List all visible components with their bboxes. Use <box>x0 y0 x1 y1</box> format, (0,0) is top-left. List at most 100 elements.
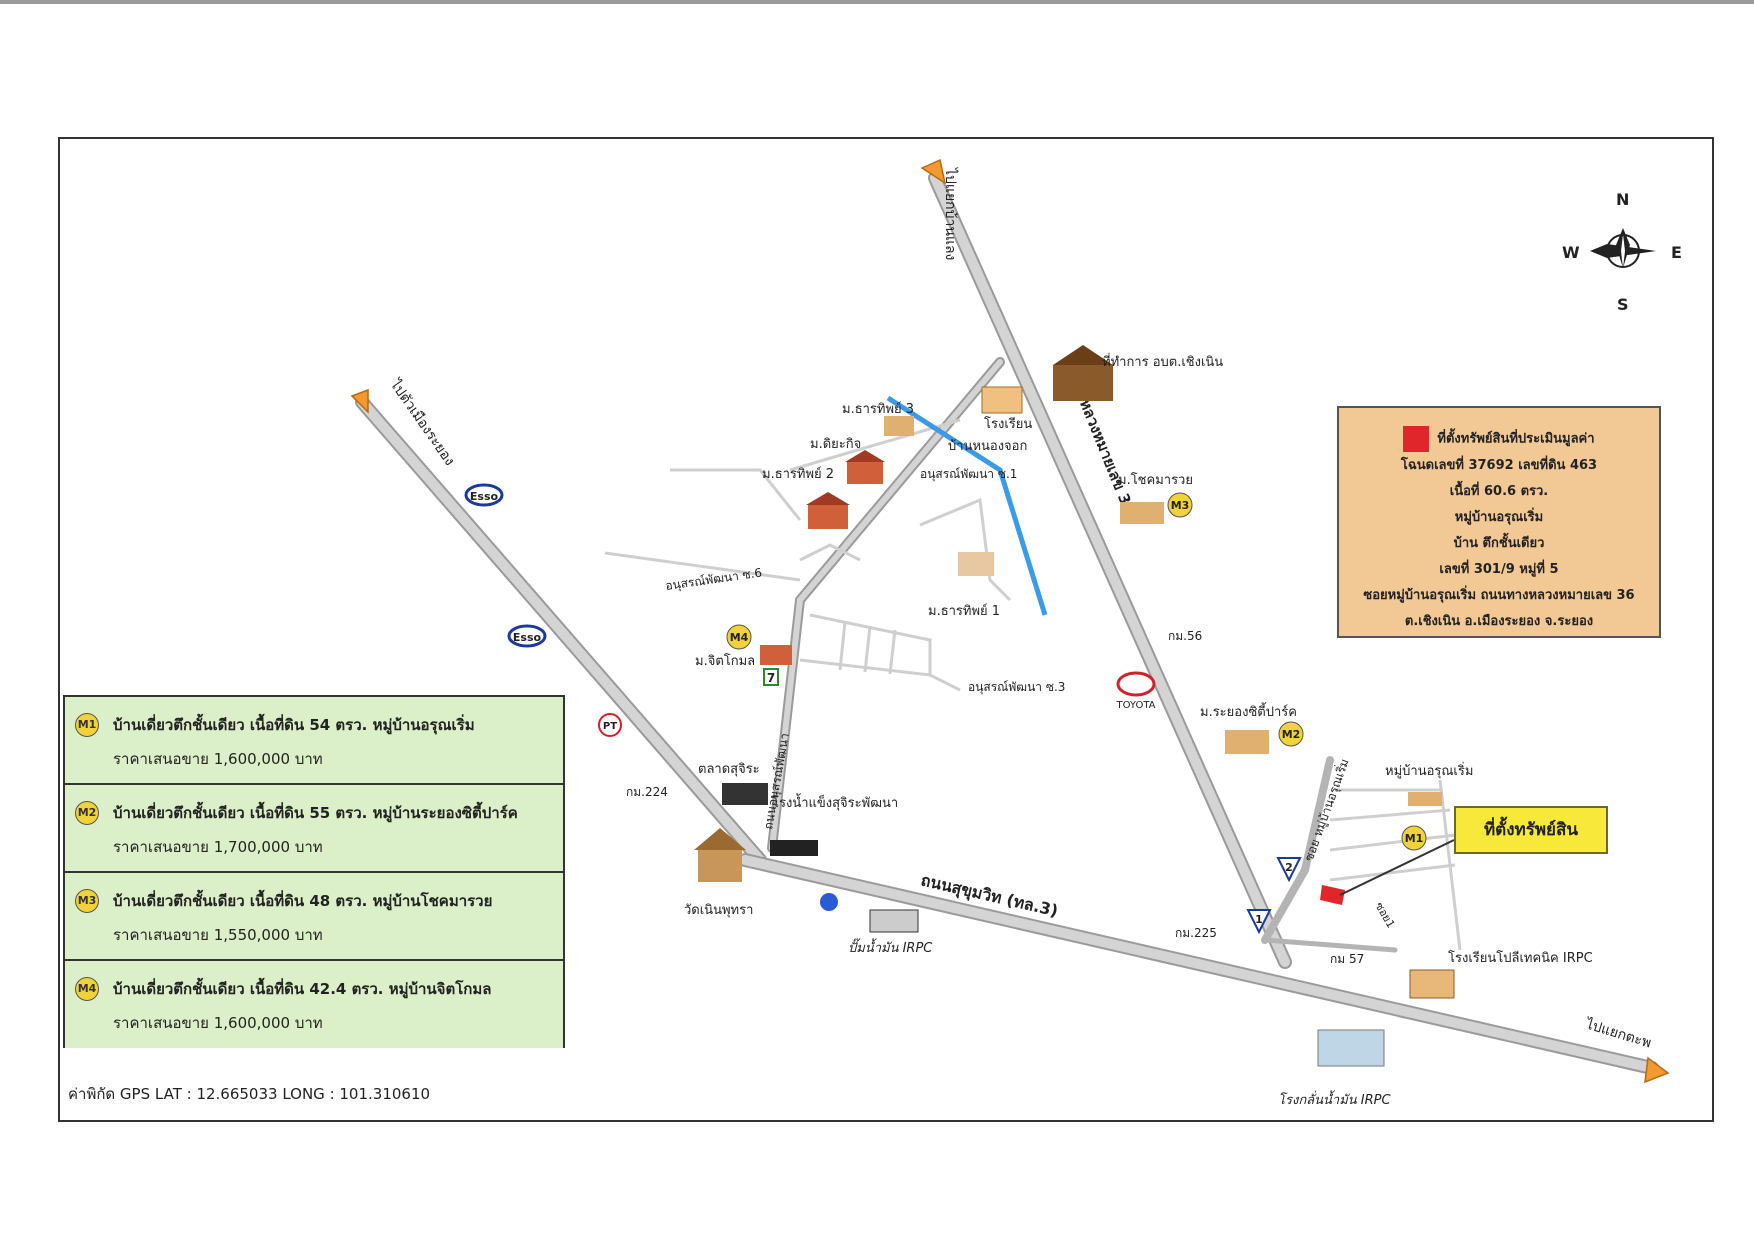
legend-desc: บ้านเดี่ยวตึกชั้นเดียว เนื้อที่ดิน 48 ตร… <box>113 892 493 910</box>
tambon-office-icon <box>1053 365 1113 401</box>
minor-lanes <box>604 418 1462 951</box>
roads <box>355 171 1659 1075</box>
arrow-north-icon <box>920 158 947 185</box>
legend-row-m4[interactable]: M4 บ้านเดี่ยวตึกชั้นเดียว เนื้อที่ดิน 42… <box>65 961 563 1048</box>
seven-eleven-icon <box>763 668 779 686</box>
house-icon <box>847 462 883 484</box>
marker-m3[interactable] <box>1167 492 1193 518</box>
arrow-nw-icon <box>350 388 369 414</box>
subject-callout[interactable]: ที่ตั้งทรัพย์สิน <box>1454 806 1608 854</box>
label-soi1: ซอย1 <box>1372 900 1397 930</box>
esso-logo-icon <box>507 624 547 648</box>
direction-arrows <box>350 158 1670 1084</box>
svg-text:M4: M4 <box>730 631 749 644</box>
info-line1: ที่ตั้งทรัพย์สินที่ประเมินมูลค่า <box>1437 431 1595 447</box>
house-icon <box>884 416 914 436</box>
pt-logo-icon <box>598 713 622 737</box>
label-arunroem-village: หมู่บ้านอรุณเริ่ม <box>1385 762 1473 779</box>
house-icon <box>808 505 848 529</box>
svg-text:Esso: Esso <box>470 490 499 503</box>
svg-text:M1: M1 <box>1405 832 1424 845</box>
legend-row-m3[interactable]: M3 บ้านเดี่ยวตึกชั้นเดียว เนื้อที่ดิน 48… <box>65 873 563 961</box>
map-frame <box>58 137 1714 1122</box>
badge-m3: M3 <box>75 889 99 913</box>
house-icon <box>1408 792 1442 806</box>
label-thanthip1: ม.ธารทิพย์ 1 <box>928 603 1000 619</box>
label-talad-suchira: ตลาดสุจิระ <box>698 762 760 777</box>
refinery-icon <box>1317 1029 1385 1067</box>
route-sign-icon <box>1276 857 1302 883</box>
legend-price: ราคาเสนอขาย 1,700,000 บาท <box>113 838 323 856</box>
label-km224: กม.224 <box>626 785 668 799</box>
label-tambon-office: ที่ทำการ อบต.เชิงเนิน <box>1102 353 1223 370</box>
subject-info-box: ที่ตั้งทรัพย์สินที่ประเมินมูลค่า โฉนดเลข… <box>1337 406 1661 638</box>
info-line7: ซอยหมู่บ้านอรุณเริ่ม ถนนทางหลวงหมายเลข 3… <box>1363 587 1635 603</box>
label-km225: กม.225 <box>1175 926 1217 940</box>
compass-s: S <box>1617 295 1629 314</box>
market-icon <box>722 783 768 805</box>
compass-rose-icon <box>1590 228 1656 268</box>
svg-text:Lotus: Lotus <box>781 844 808 855</box>
svg-text:1: 1 <box>1255 913 1263 926</box>
building-icons <box>694 345 1455 1067</box>
house-icon <box>1120 502 1164 524</box>
toyota-logo-icon <box>1116 671 1156 697</box>
temple-icon <box>698 850 742 882</box>
comparables-legend: M1 บ้านเดี่ยวตึกชั้นเดียว เนื้อที่ดิน 54… <box>63 695 565 1048</box>
gas-station-icon <box>869 909 919 933</box>
place-labels: ที่ทำการ อบต.เชิงเนิน โรงเรียน บ้านหนองจ… <box>626 353 1593 1108</box>
badge-m2: M2 <box>75 801 99 825</box>
label-thanthip3: ม.ธารทิพย์ 3 <box>842 401 914 417</box>
info-line2: โฉนดเลขที่ 37692 เลขที่ดิน 463 <box>1400 457 1598 473</box>
label-km57: กม 57 <box>1330 952 1364 966</box>
badge-m1: M1 <box>75 713 99 737</box>
label-wat: วัดเนินพุทรา <box>684 903 753 918</box>
info-line3: เนื้อที่ 60.6 ตรว. <box>1449 483 1549 499</box>
callout-pointer <box>1339 839 1455 896</box>
polytechnic-icon <box>1409 969 1455 999</box>
marker-m2[interactable] <box>1278 721 1304 747</box>
label-thiyakit: ม.ดิยะกิจ <box>810 437 861 452</box>
house-icon <box>760 645 792 665</box>
scan-edge <box>0 0 1754 4</box>
lotus-logo-icon <box>770 840 818 856</box>
label-north-to: ไปแยกบ้านแลง <box>942 167 959 260</box>
svg-text:PT: PT <box>603 721 617 732</box>
legend-desc: บ้านเดี่ยวตึกชั้นเดียว เนื้อที่ดิน 54 ตร… <box>113 716 475 734</box>
house-icon <box>1225 730 1269 754</box>
compass-n: N <box>1616 190 1630 209</box>
legend-desc: บ้านเดี่ยวตึกชั้นเดียว เนื้อที่ดิน 42.4 … <box>113 980 492 998</box>
svg-text:2: 2 <box>1285 861 1293 874</box>
label-east-to: ไปแยกตะพ <box>1583 1015 1653 1051</box>
comparable-markers[interactable]: M3 M4 M2 M1 <box>726 492 1427 851</box>
label-school: โรงเรียน <box>984 416 1032 432</box>
label-irpc-poly: โรงเรียนโปลีเทคนิค IRPC <box>1448 950 1593 966</box>
info-line4: หมู่บ้านอรุณเริ่ม <box>1454 509 1544 525</box>
label-anusorn-main: ถนนอนุสรณ์พัฒนา <box>761 732 793 831</box>
arrow-east-icon <box>1644 1056 1670 1084</box>
legend-price: ราคาเสนอขาย 1,600,000 บาท <box>113 1014 323 1032</box>
legend-row-m2[interactable]: M2 บ้านเดี่ยวตึกชั้นเดียว เนื้อที่ดิน 55… <box>65 785 563 873</box>
svg-text:Esso: Esso <box>513 631 542 644</box>
svg-text:TOYOTA: TOYOTA <box>1115 700 1155 711</box>
subject-property-marker[interactable] <box>1320 885 1345 905</box>
svg-text:M3: M3 <box>1171 499 1190 512</box>
house-icon <box>958 552 994 576</box>
info-line5: บ้าน ตึกชั้นเดียว <box>1453 535 1545 551</box>
label-thanthip2: ม.ธารทิพย์ 2 <box>762 466 834 482</box>
route-sign-icon <box>1246 909 1272 935</box>
label-anusorn-1: อนุสรณ์พัฒนา ซ.1 <box>920 467 1017 482</box>
legend-price: ราคาเสนอขาย 1,600,000 บาท <box>113 750 323 768</box>
svg-text:7: 7 <box>767 671 775 685</box>
marker-m4[interactable] <box>726 624 752 650</box>
gps-coordinates: ค่าพิกัด GPS LAT : 12.665033 LONG : 101.… <box>68 1085 431 1103</box>
label-nw-to: ไปตัวเมืองระยอง <box>386 376 458 469</box>
info-line8: ต.เชิงเนิน อ.เมืองระยอง จ.ระยอง <box>1404 613 1594 629</box>
legend-desc: บ้านเดี่ยวตึกชั้นเดียว เนื้อที่ดิน 55 ตร… <box>113 804 518 822</box>
marker-m1[interactable] <box>1401 825 1427 851</box>
legend-row-m1[interactable]: M1 บ้านเดี่ยวตึกชั้นเดียว เนื้อที่ดิน 54… <box>65 697 563 785</box>
compass-e: E <box>1671 243 1682 262</box>
label-anusorn-6: อนุสรณ์พัฒนา ซ.6 <box>664 566 763 594</box>
info-line6: เลขที่ 301/9 หมู่ที่ 5 <box>1439 561 1559 577</box>
